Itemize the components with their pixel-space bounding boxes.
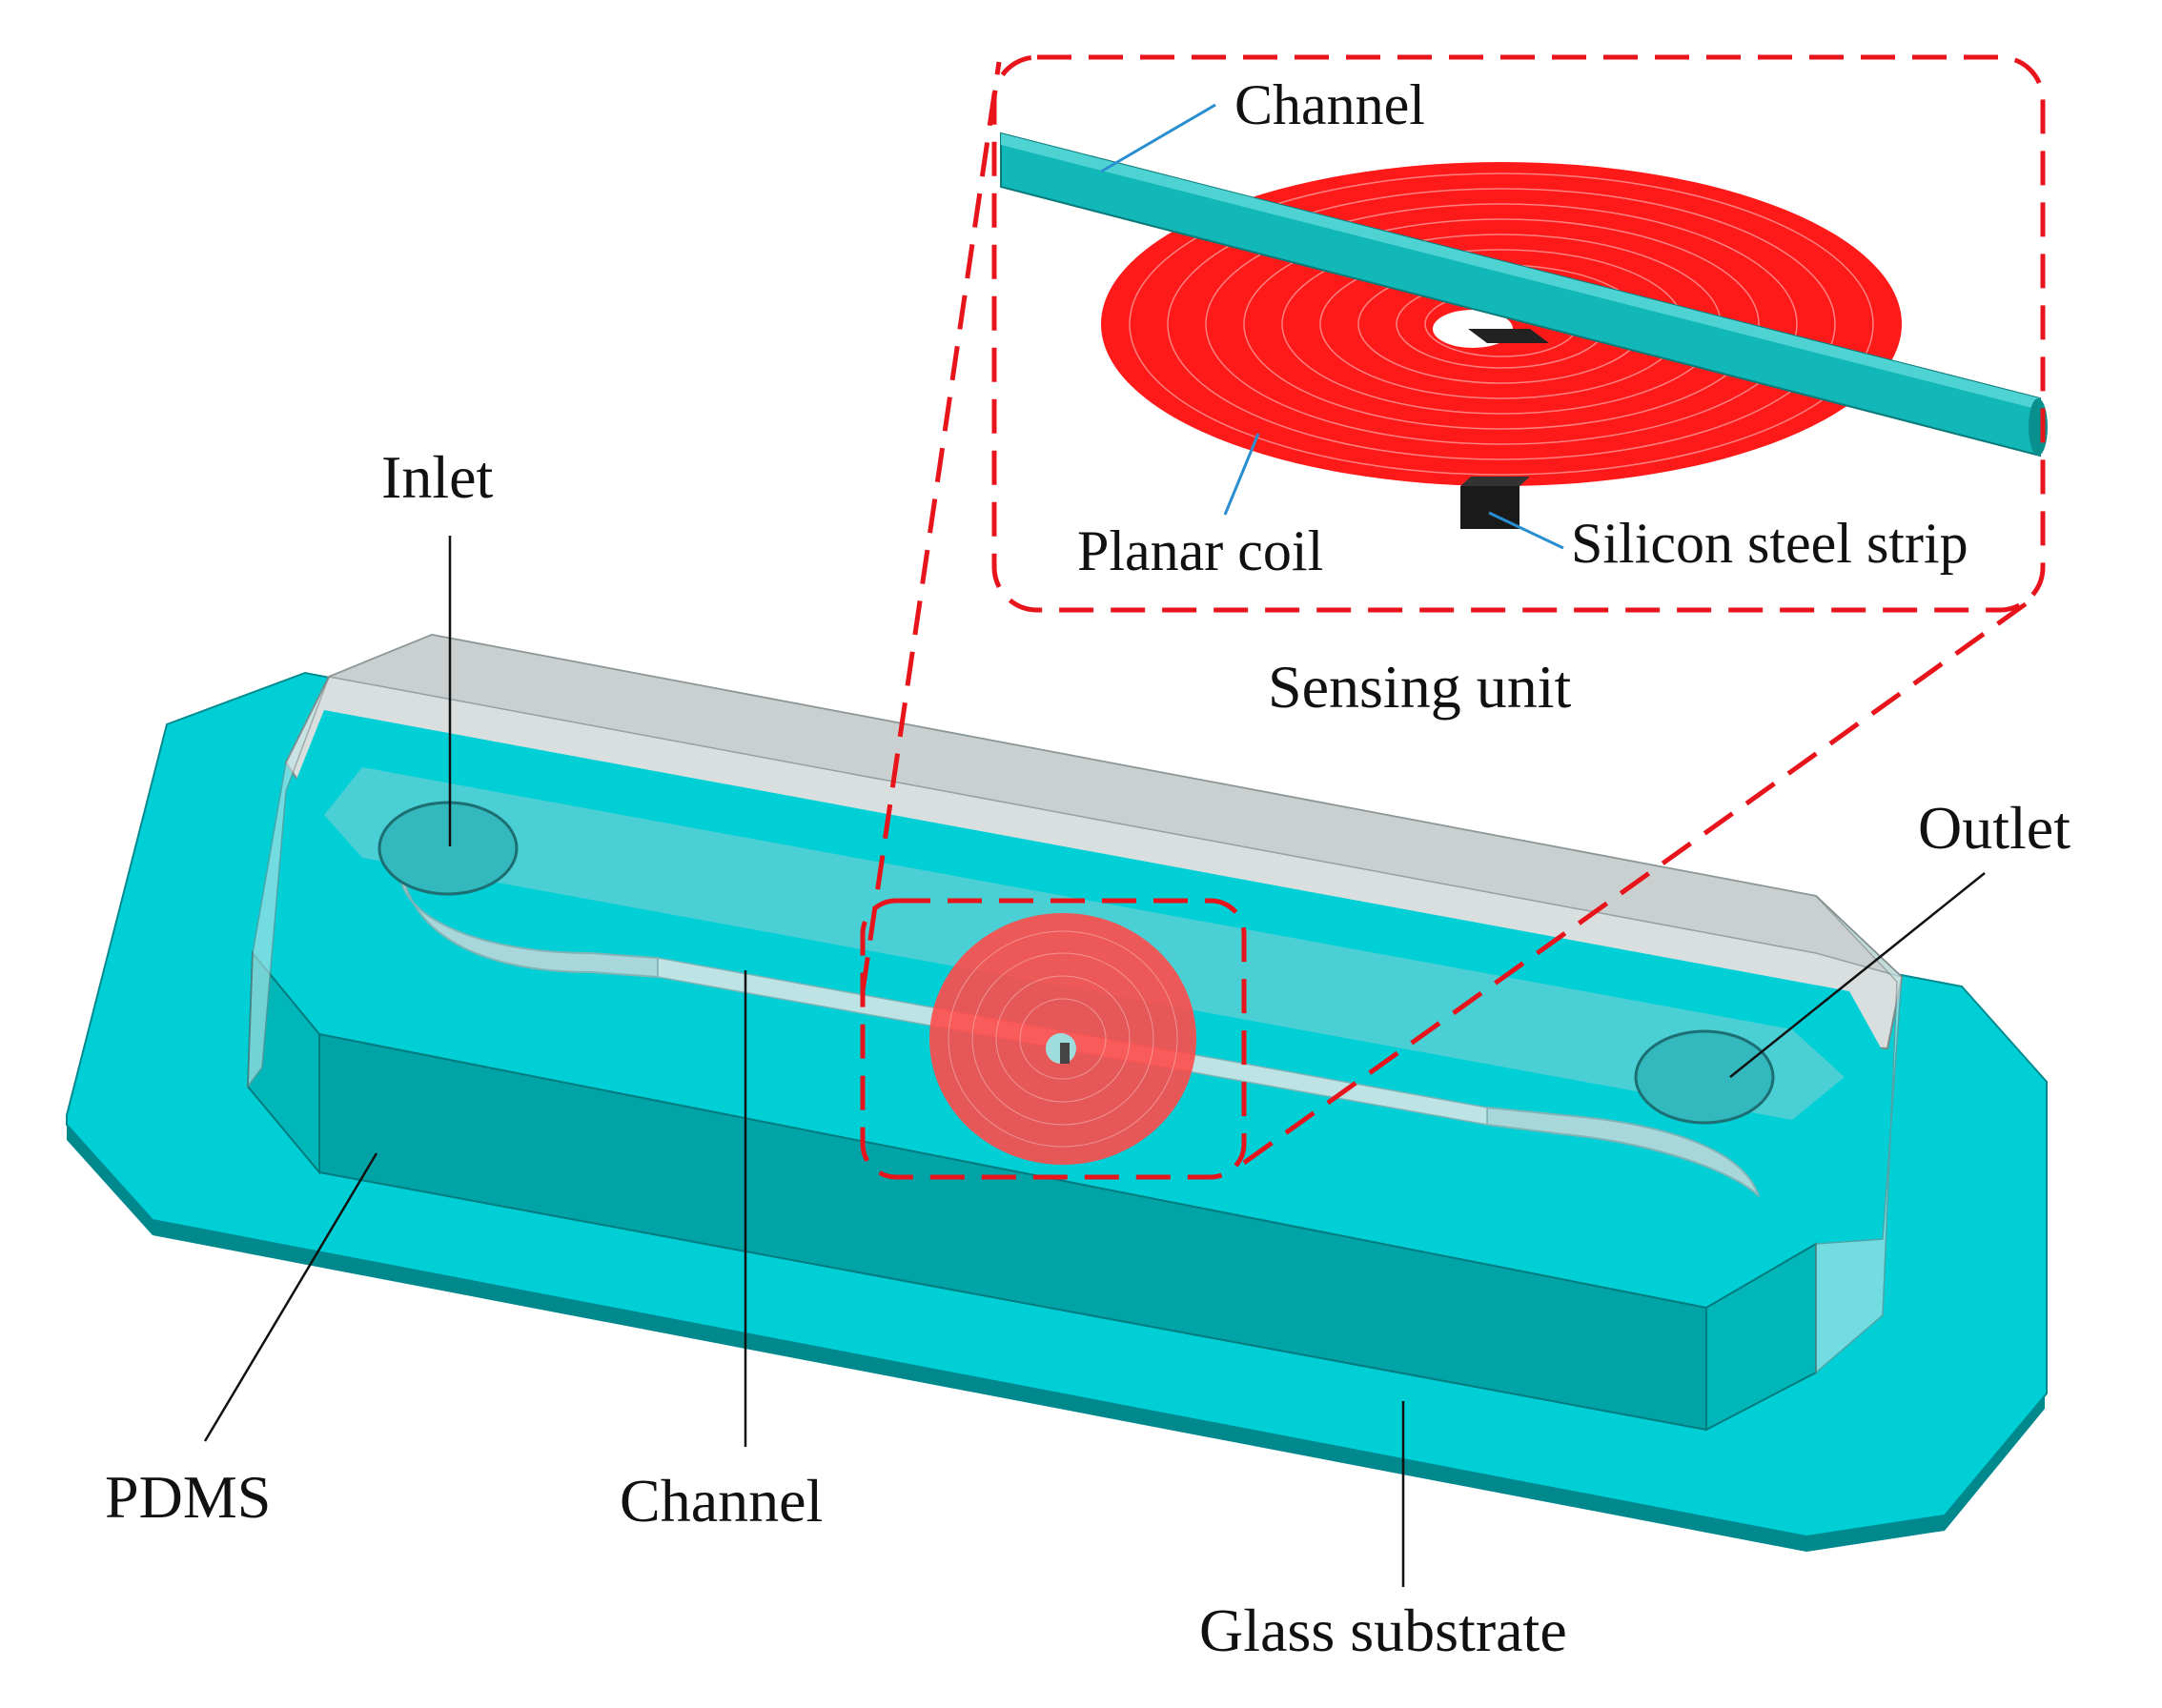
outlet-leader — [1729, 872, 1986, 1078]
sensing-unit-title: Sensing unit — [1268, 653, 1571, 721]
outlet-label: Outlet — [1918, 794, 2070, 862]
zoom-connector-left — [860, 61, 1002, 992]
outlet-port — [1634, 1029, 1775, 1125]
inlet-port — [377, 801, 519, 896]
sensing-zoom-box-small — [860, 898, 1247, 1180]
sensing-zoom-box-large — [991, 54, 2046, 613]
inset-channel-label: Channel — [1234, 73, 1425, 136]
pdms-left-end — [247, 676, 330, 1089]
inset-channel-leader — [1100, 103, 1216, 173]
chip-planar-coil — [929, 913, 1196, 1165]
channel-outlet-chamber — [1486, 1106, 1760, 1197]
sensing-unit-inset: Channel Planar coil Silicon steel strip — [991, 54, 2048, 613]
chip-steel-strip — [1060, 1043, 1070, 1064]
pdms-right-end — [1815, 895, 1903, 1374]
inset-planar-coil-label: Planar coil — [1077, 519, 1323, 582]
inset-coil-leader — [1223, 433, 1260, 516]
channel-label: Channel — [620, 1467, 823, 1535]
pdms-leader — [203, 1152, 378, 1442]
glass-substrate-label: Glass substrate — [1199, 1596, 1567, 1664]
inset-strip-leader — [1488, 511, 1564, 550]
inlet-label: Inlet — [381, 443, 494, 511]
inset-channel-rod — [1000, 132, 2048, 458]
pdms-label: PDMS — [105, 1463, 271, 1531]
inset-silicon-steel-strip-label: Silicon steel strip — [1571, 512, 1968, 575]
zoom-connector-right — [1242, 598, 2032, 1166]
inset-steel-strip-top — [1468, 329, 1549, 343]
